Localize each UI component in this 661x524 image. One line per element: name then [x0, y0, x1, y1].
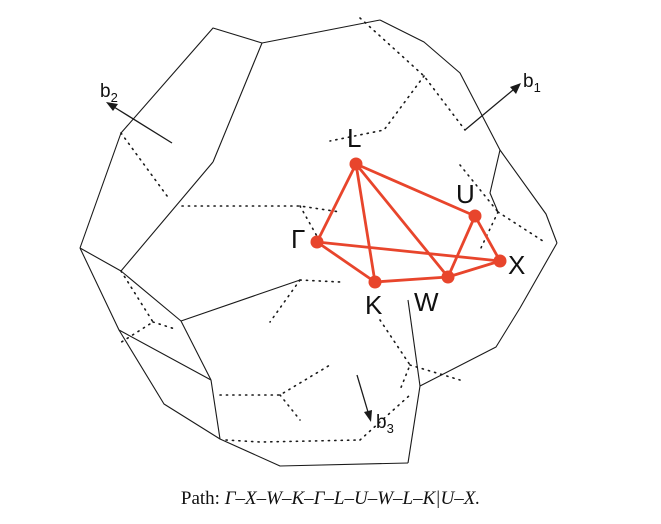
path-k-w: [373, 275, 450, 284]
point-labels: L U Γ X K W: [291, 123, 525, 320]
hidden-edges: [119, 17, 547, 443]
point-l-label: L: [347, 123, 361, 153]
caption-sequence: Γ–X–W–K–Γ–L–U–W–L–K|U–X.: [224, 488, 481, 509]
path-u-x: [473, 214, 502, 263]
path-u-w: [446, 214, 477, 279]
point-w-marker: [441, 270, 455, 284]
caption-prefix: Path:: [180, 488, 225, 509]
point-l-marker: [349, 157, 363, 171]
b1-arrow: [464, 89, 514, 131]
point-u-marker: [468, 209, 482, 223]
reciprocal-vectors: [106, 83, 521, 422]
high-symmetry-path: [310, 157, 507, 289]
visible-edges: [79, 19, 558, 467]
vector-labels: b2 b1 b3: [100, 71, 541, 436]
b2-label: b2: [100, 81, 118, 105]
b3-label: b3: [376, 412, 394, 436]
path-gamma-x: [315, 240, 502, 263]
point-k-marker: [368, 275, 382, 289]
point-k-label: K: [365, 290, 383, 320]
point-gamma-label: Γ: [291, 224, 305, 254]
point-w-label: W: [414, 287, 439, 317]
point-gamma-marker: [310, 235, 324, 249]
b3-arrow: [356, 374, 369, 413]
path-l-k: [354, 162, 377, 284]
path-l-w: [354, 162, 450, 279]
b2-arrowhead: [106, 102, 118, 111]
b2-arrow: [113, 106, 173, 144]
b1-label: b1: [523, 71, 541, 95]
path-l-u: [354, 162, 477, 218]
b1-arrowhead: [510, 83, 521, 94]
path-gamma-k: [315, 240, 377, 284]
point-x-marker: [493, 254, 507, 268]
b3-arrowhead: [364, 410, 372, 422]
path-gamma-l: [315, 162, 358, 244]
point-u-label: U: [456, 179, 475, 209]
path-caption: Path: Γ–X–W–K–Γ–L–U–W–L–K|U–X.: [0, 488, 661, 510]
point-x-label: X: [508, 250, 525, 280]
path-w-x: [446, 259, 502, 279]
